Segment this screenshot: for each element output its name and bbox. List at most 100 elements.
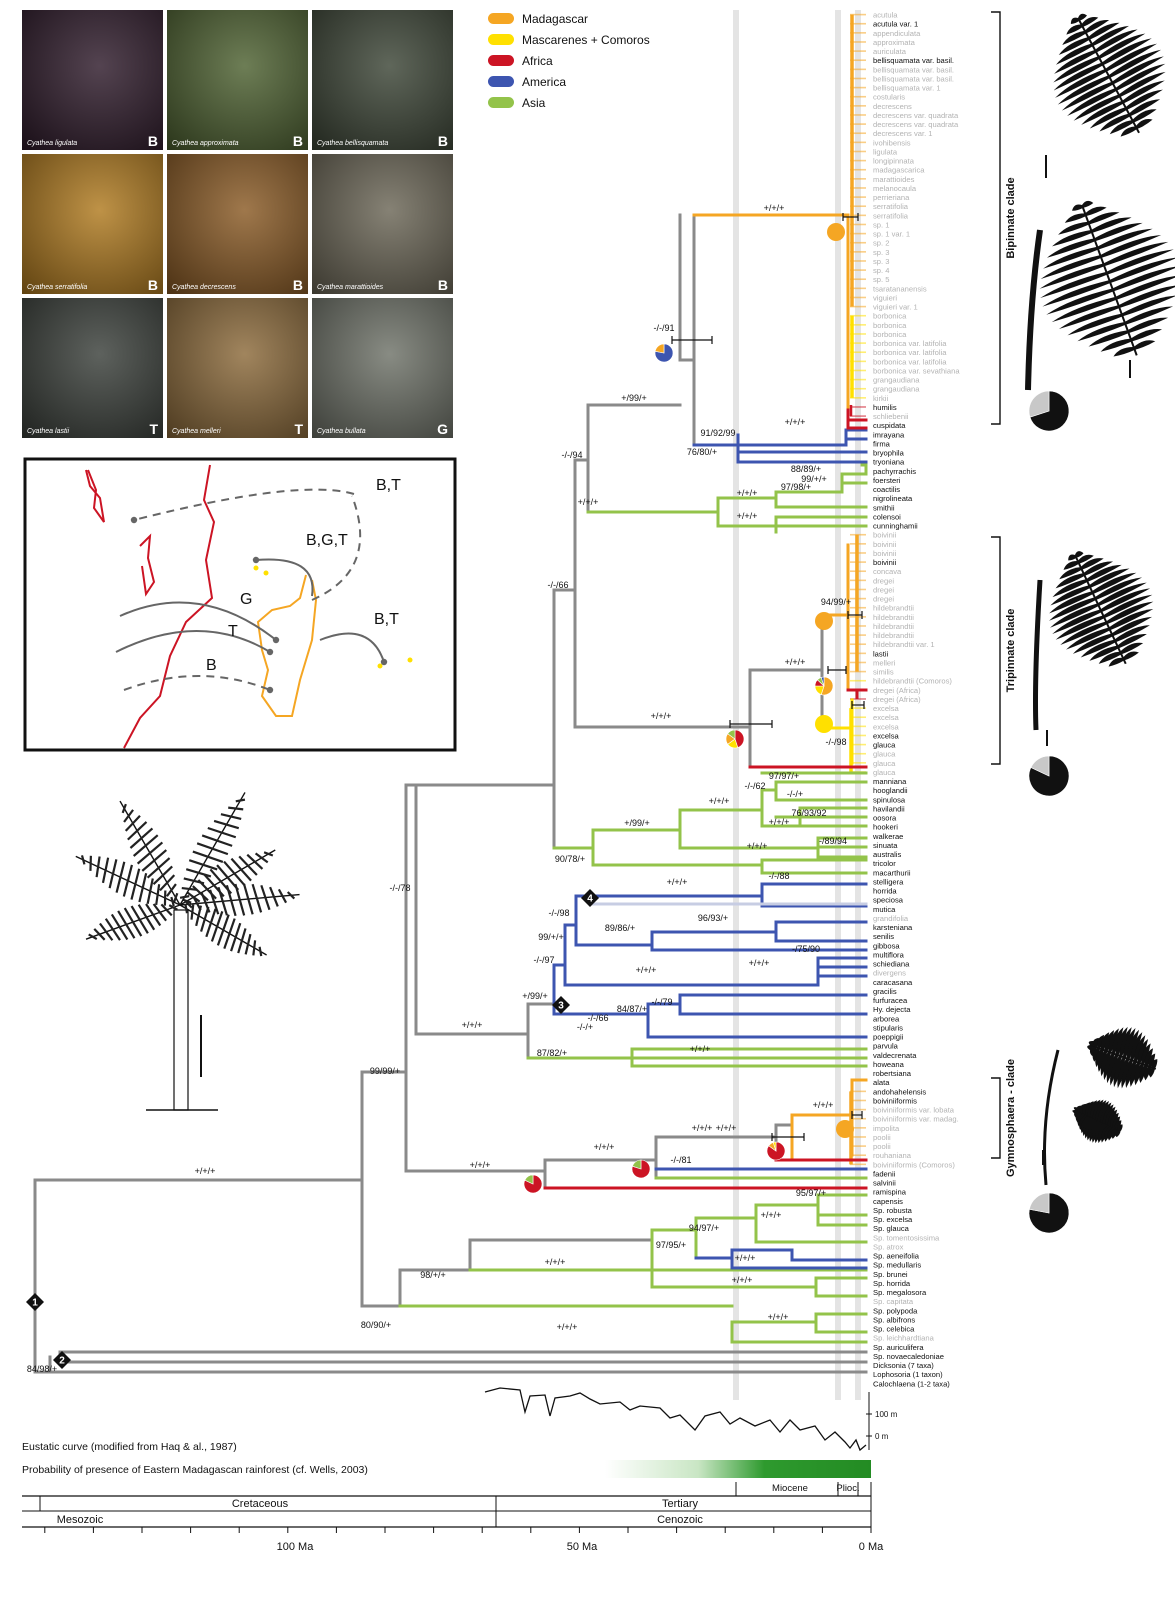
- taxon-label: glauca: [873, 759, 896, 768]
- frond-pinna: [1103, 594, 1153, 619]
- frond-pinna: [213, 819, 240, 830]
- taxon-label: Hy. dejecta: [873, 1005, 911, 1014]
- taxon-label: hildebrandtii: [873, 604, 914, 613]
- photo-code: B: [147, 133, 158, 149]
- frond-pinna: [121, 803, 127, 814]
- taxon-label: Sp. medullaris: [873, 1261, 921, 1270]
- legend-swatch: [488, 13, 514, 24]
- support-label: 97/98/+: [781, 482, 811, 492]
- frond-pinna: [1055, 43, 1093, 65]
- frond-pinna: [137, 904, 156, 931]
- photo-code: T: [149, 421, 158, 437]
- bipinnate-frond-icon: [1039, 200, 1175, 357]
- frond-pinna: [1124, 306, 1174, 325]
- timescale-tick-label: 0 Ma: [859, 1541, 884, 1553]
- taxon-label: hildebrandtii: [873, 613, 914, 622]
- taxon-label: excelsa: [873, 713, 900, 722]
- taxon-label: tryoniana: [873, 458, 905, 467]
- arrow-head: [272, 636, 280, 644]
- support-label: -/-/97: [533, 955, 554, 965]
- taxon-label: impolita: [873, 1124, 900, 1133]
- frond-pinna: [192, 885, 209, 902]
- map-frame: [23, 457, 457, 752]
- frond-pinna: [1121, 295, 1175, 317]
- taxon-label: Sp. albifrons: [873, 1315, 915, 1324]
- frond-pinna: [263, 851, 274, 857]
- frond-pinna: [1049, 591, 1094, 614]
- frond-pinna: [188, 859, 218, 871]
- frond-pinna: [1097, 582, 1147, 607]
- taxon-label: acutula: [873, 11, 898, 20]
- support-label: +/+/+: [769, 817, 790, 827]
- clade-label: Bipinnate clade: [1005, 177, 1017, 258]
- frond-pinna: [1095, 1048, 1104, 1068]
- frond-pinna: [173, 892, 179, 903]
- frond-pinna: [1097, 1034, 1105, 1049]
- taxon-label: Sp. atrox: [873, 1242, 904, 1251]
- tree-fern-trunk: [173, 909, 189, 1111]
- frond-pinna: [1066, 627, 1111, 650]
- pie-slice: [654, 343, 665, 354]
- madagascar-outline: [256, 574, 318, 717]
- tree-fern-frond: [179, 903, 267, 957]
- support-label: 76/93/92: [791, 808, 826, 818]
- taxon-label: andohahelensis: [873, 1087, 926, 1096]
- node-label: 4: [587, 894, 593, 905]
- support-label: -/-/88: [768, 871, 789, 881]
- frond-pinna: [115, 861, 126, 893]
- support-label: -/-/78: [389, 883, 410, 893]
- frond-pinna: [190, 904, 195, 920]
- taxon-label: hildebrandtii (Comoros): [873, 677, 952, 686]
- taxon-label: Sp. robusta: [873, 1206, 913, 1215]
- taxon-label: valdecrenata: [873, 1051, 917, 1060]
- frond-pinna: [1047, 238, 1096, 258]
- taxon-label: walkerae: [872, 832, 903, 841]
- frond-pinna: [238, 855, 258, 876]
- taxon-label: arborea: [873, 1014, 900, 1023]
- taxon-label: sp. 3: [873, 248, 889, 257]
- taxon-label: poeppigii: [873, 1033, 904, 1042]
- frond-pinna: [1111, 1027, 1124, 1055]
- frond-pinna: [1148, 1053, 1156, 1068]
- frond-pinna: [1114, 1129, 1121, 1138]
- taxon-label: schiediana: [873, 960, 910, 969]
- clade-bracket: [991, 536, 1001, 765]
- frond-pinna: [124, 815, 141, 832]
- frond-pinna: [1046, 288, 1114, 315]
- pie-slice: [815, 612, 833, 630]
- island-dot: [377, 663, 383, 669]
- frond-pinna: [1040, 255, 1102, 279]
- support-label: -/-/66: [587, 1013, 608, 1023]
- frond-pinna: [1075, 551, 1084, 558]
- legend-label: Madagascar: [522, 11, 589, 26]
- frond-pinna: [1100, 338, 1132, 352]
- taxon-label: dregei: [873, 595, 894, 604]
- dispersal-arrow: [123, 675, 271, 691]
- support-label: +/+/+: [690, 1044, 711, 1054]
- photo-caption: Cyathea bullata: [317, 428, 366, 435]
- taxon-label: salvinii: [873, 1179, 896, 1188]
- frond-pinna: [225, 884, 237, 917]
- pie-slice: [524, 1174, 534, 1185]
- taxon-label: borbonica: [873, 321, 907, 330]
- frond-pinna: [1063, 561, 1080, 570]
- taxon-label: foersteri: [873, 476, 901, 485]
- taxon-label: auriculata: [873, 47, 907, 56]
- frond-pinna: [163, 890, 167, 906]
- support-label: -/-/62: [744, 781, 765, 791]
- taxon-label: cuspidata: [873, 421, 906, 430]
- taxon-label: marattioides: [873, 175, 915, 184]
- legend-entry: Africa: [488, 50, 650, 71]
- period-label: Cretaceous: [232, 1498, 289, 1510]
- map-area-label: B,T: [374, 611, 399, 628]
- frond-pinna: [1081, 17, 1099, 28]
- frond-pinna: [1111, 616, 1153, 637]
- frond-pinna: [1073, 94, 1121, 121]
- eustatic-label: Eustatic curve (modified from Haq & al.,…: [22, 1441, 237, 1453]
- frond-stipe: [1033, 579, 1043, 731]
- pie-slice: [1030, 755, 1050, 777]
- period-label: Tertiary: [662, 1498, 699, 1510]
- photo-caption: Cyathea serratifolia: [27, 284, 88, 291]
